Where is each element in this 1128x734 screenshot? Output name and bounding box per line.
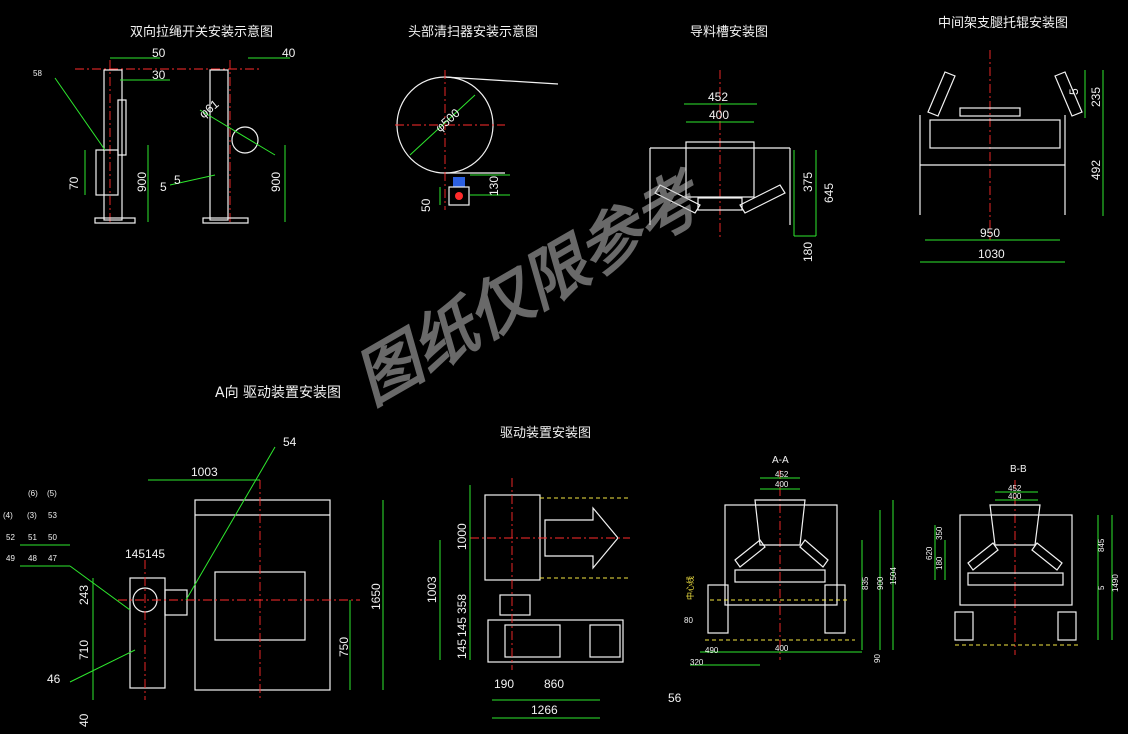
dim-bb-452: 452 [1008, 484, 1022, 493]
dim-235: 235 [1089, 87, 1103, 107]
dim-aa-1504: 1504 [889, 567, 898, 585]
dim-aa-900: 900 [876, 576, 885, 590]
dim-bb-1490: 1490 [1111, 574, 1120, 592]
dim-aa-400-bottom: 400 [775, 644, 789, 653]
dim-bracket-6: (6) [28, 489, 38, 498]
dim-58: 58 [33, 69, 42, 78]
title-middle-frame: 中间架支腿托辊安装图 [938, 16, 1068, 31]
dim-bb-620: 620 [925, 546, 934, 560]
dim-bracket-3: (3) [27, 511, 37, 520]
dim-145-a: 145 [455, 617, 469, 637]
dim-40: 40 [282, 46, 296, 60]
dim-54: 54 [283, 435, 297, 449]
dim-1266: 1266 [531, 703, 558, 717]
label-center-line: 中心线 [685, 576, 695, 600]
view-pull-switch: 50 40 30 58 φ61 70 900 5 5 900 [33, 46, 296, 225]
dim-aa-835: 835 [861, 576, 870, 590]
dim-900-left: 900 [135, 172, 149, 192]
dim-1003-left: 1003 [425, 576, 439, 603]
dim-bb-5: 5 [1097, 585, 1106, 590]
title-section-b-b: B-B [1010, 464, 1027, 475]
dim-358: 358 [455, 594, 469, 614]
dim-130: 130 [487, 176, 501, 196]
dim-phi61: φ61 [196, 97, 221, 122]
view-head-cleaner: φ500 130 50 [395, 70, 559, 212]
title-pull-switch: 双向拉绳开关安装示意图 [130, 24, 273, 40]
dim-46: 46 [47, 672, 61, 686]
dim-1000: 1000 [455, 523, 469, 550]
view-a-direction-drive: 54 1003 (6) (5) (4) (3) 53 52 51 50 49 4… [3, 435, 384, 727]
dim-aa-320: 320 [690, 658, 704, 667]
title-section-a-a: A-A [772, 455, 789, 466]
dim-50-list: 50 [48, 533, 57, 542]
dim-145-b: 145 [455, 639, 469, 659]
dim-1003-top: 1003 [191, 465, 218, 479]
dim-30: 30 [152, 68, 166, 82]
dim-bb-180: 180 [935, 556, 944, 570]
dim-48: 48 [28, 554, 37, 563]
dim-bb-845: 845 [1097, 538, 1106, 552]
dim-aa-400: 400 [775, 480, 789, 489]
dim-400: 400 [709, 108, 729, 122]
title-drive-install: 驱动装置安装图 [500, 426, 591, 441]
dim-710: 710 [77, 640, 91, 660]
dim-5-b: 5 [160, 180, 167, 194]
view-section-b-b: 452 400 620 350 180 845 5 1490 [925, 480, 1120, 655]
dim-860: 860 [544, 677, 564, 691]
dim-645: 645 [822, 183, 836, 203]
dim-52: 52 [6, 533, 15, 542]
dim-950: 950 [980, 226, 1000, 240]
dim-452: 452 [708, 90, 728, 104]
title-head-cleaner: 头部清扫器安装示意图 [408, 24, 538, 40]
dim-900-right: 900 [269, 172, 283, 192]
view-middle-frame: 5 235 492 950 1030 [919, 50, 1104, 263]
dim-375: 375 [801, 172, 815, 192]
dim-1030: 1030 [978, 247, 1005, 261]
dim-aa-490: 490 [705, 646, 719, 655]
dim-aa-56: 56 [668, 691, 682, 705]
dim-5-a: 5 [174, 173, 181, 187]
dim-40-bottom: 40 [77, 713, 91, 727]
dim-5-frame: 5 [1067, 88, 1081, 95]
dim-aa-90: 90 [873, 654, 882, 663]
dim-70: 70 [67, 176, 81, 190]
dim-53: 53 [48, 511, 57, 520]
dim-180: 180 [801, 242, 815, 262]
dim-49: 49 [6, 554, 15, 563]
watermark-reference-only: 图纸仅限参考 [343, 158, 719, 418]
dim-bb-350: 350 [935, 526, 944, 540]
dim-750: 750 [337, 637, 351, 657]
dim-1650: 1650 [369, 583, 383, 610]
dim-145145: 145145 [125, 547, 165, 561]
dim-243: 243 [77, 585, 91, 605]
view-drive-plan: 1000 1003 358 145 145 190 860 1266 [425, 478, 630, 719]
dim-aa-80: 80 [684, 616, 693, 625]
dim-aa-452: 452 [775, 470, 789, 479]
dim-190: 190 [494, 677, 514, 691]
dim-47: 47 [48, 554, 57, 563]
view-guide-chute: 452 400 375 645 180 [649, 70, 836, 262]
view-section-a-a: 452 400 835 900 1504 80 320 490 400 56 9… [668, 470, 898, 705]
dim-bracket-5: (5) [47, 489, 57, 498]
dim-bb-400: 400 [1008, 492, 1022, 501]
dim-51: 51 [28, 533, 37, 542]
title-a-view-drive: A向 驱动装置安装图 [215, 385, 341, 401]
title-guide-chute: 导料槽安装图 [690, 25, 768, 40]
dim-50: 50 [419, 198, 433, 212]
dim-bracket-4: (4) [3, 511, 13, 520]
dim-50-top: 50 [152, 46, 166, 60]
dim-492: 492 [1089, 160, 1103, 180]
